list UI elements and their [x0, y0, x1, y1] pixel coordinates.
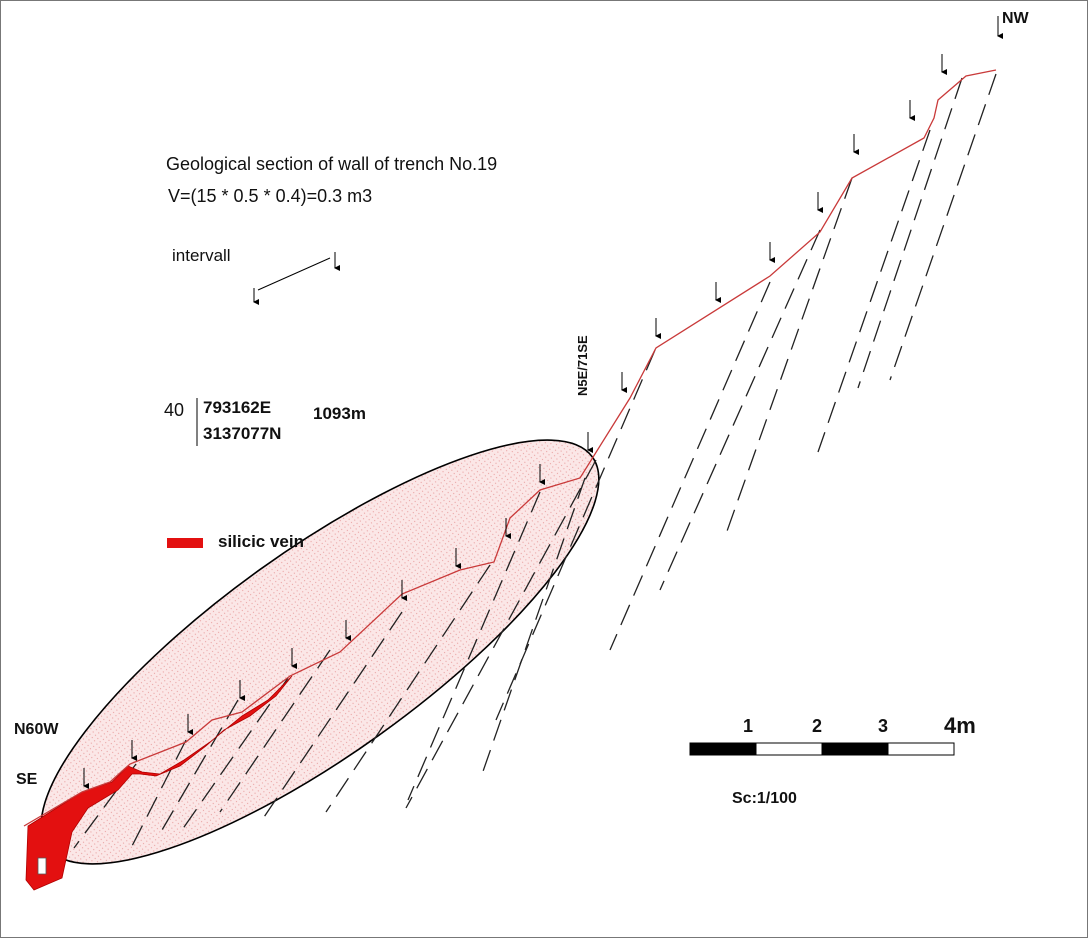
- scale-tick-3: 3: [878, 716, 889, 736]
- figure-title: Geological section of wall of trench No.…: [166, 154, 498, 174]
- highlight-ellipse: [40, 439, 600, 865]
- scale-tick-1: 1: [743, 716, 754, 736]
- station-number: 40: [164, 400, 185, 420]
- scale-ratio: Sc:1/100: [732, 790, 797, 807]
- silicic-vein-body: [25, 675, 293, 891]
- legend-swatch: [167, 538, 203, 548]
- sampling-arrows: [83, 16, 1003, 789]
- station-northing: 3137077N: [203, 424, 282, 443]
- trench-profile-line: [23, 69, 997, 827]
- station-elevation: 1093m: [313, 404, 366, 423]
- scale-tick-4m: 4m: [944, 713, 976, 738]
- bedding-planes: [73, 73, 997, 849]
- direction-nw-label: NW: [1002, 10, 1029, 27]
- volume-formula: V=(15 * 0.5 * 0.4)=0.3 m3: [168, 186, 373, 206]
- direction-se-label: SE: [16, 771, 38, 788]
- bedding-attitude-label: N5E/71SE: [575, 335, 590, 396]
- interval-symbol: [253, 252, 340, 305]
- station-easting: 793162E: [203, 398, 272, 417]
- interval-label: intervall: [172, 246, 231, 265]
- legend-label: silicic vein: [218, 532, 304, 551]
- direction-n60w-label: N60W: [14, 721, 59, 738]
- scale-bar: [689, 742, 955, 756]
- scale-tick-2: 2: [812, 716, 823, 736]
